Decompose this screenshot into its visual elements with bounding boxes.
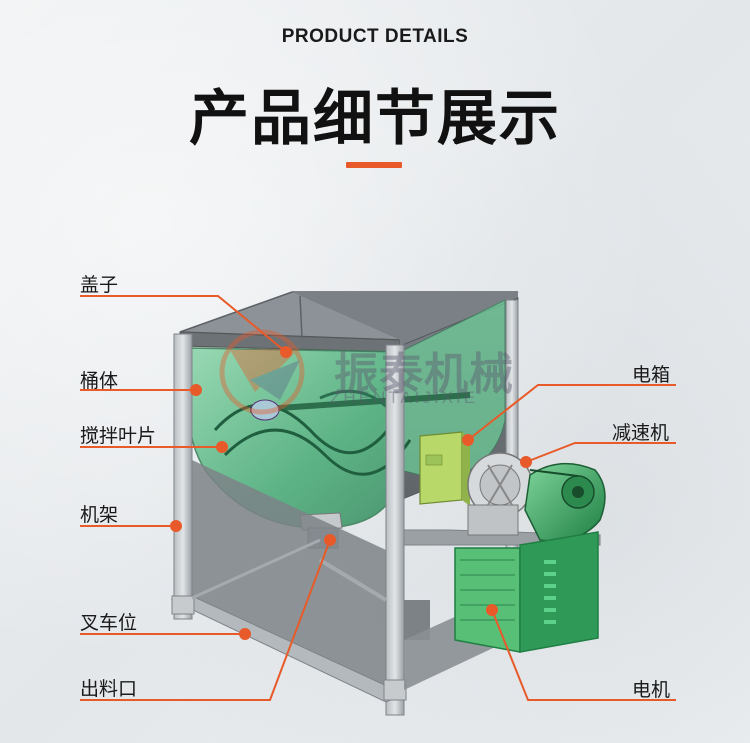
label-electric-box: 电箱	[632, 364, 671, 386]
label-reducer: 减速机	[612, 422, 670, 444]
label-outlet: 出料口	[80, 678, 138, 700]
label-blade: 搅拌叶片	[80, 425, 157, 447]
label-forklift: 叉车位	[80, 612, 138, 634]
reducer-part	[467, 452, 533, 536]
section-title: 产品细节展示	[189, 84, 561, 154]
belt-drive-part	[524, 462, 606, 542]
label-motor: 电机	[632, 679, 671, 701]
title-underline	[346, 162, 402, 168]
watermark-brand-en: ZHENTAIJIXIE	[330, 388, 479, 407]
leader-lines-right	[462, 384, 676, 701]
label-frame: 机架	[80, 504, 119, 526]
watermark-brand-cn: 振泰机械	[334, 349, 514, 400]
label-lid: 盖子	[80, 274, 119, 296]
leader-lines-left	[80, 295, 336, 701]
section-subtitle: PRODUCT DETAILS	[281, 26, 469, 47]
electric-box-part	[419, 431, 470, 506]
motor-part	[454, 531, 599, 653]
label-barrel: 桶体	[80, 370, 119, 392]
